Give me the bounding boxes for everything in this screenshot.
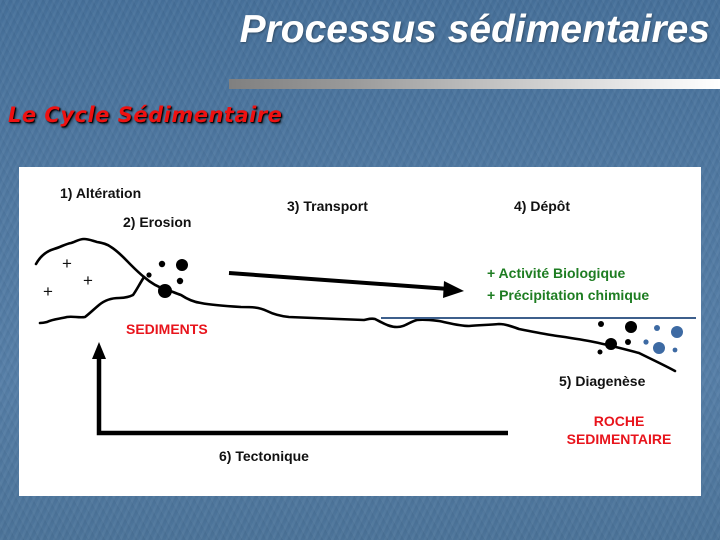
rock-cross-symbol: + (83, 271, 93, 290)
sedimentary-rock-label: ROCHE SEDIMENTAIRE (547, 412, 691, 448)
transport-arrow (228, 271, 464, 298)
step-diagenese-label: 5) Diagenèse (559, 373, 646, 389)
slide-subtitle: Le Cycle Sédimentaire (8, 103, 283, 127)
rock-cross-symbol: + (43, 282, 53, 301)
step-erosion-label: 2) Erosion (123, 214, 192, 230)
step-tectonique-label: 6) Tectonique (219, 448, 309, 464)
sediments-label: SEDIMENTS (126, 321, 208, 337)
diagram-drawing (34, 237, 696, 436)
sedimentary-cycle-diagram: + + + 1) Altération 2) Erosion 3) Transp… (19, 167, 701, 496)
step-transport-label: 3) Transport (287, 198, 368, 214)
biological-activity-label: + Activité Biologique (487, 265, 626, 281)
rock-cross-symbol: + (62, 254, 72, 273)
slide-title: Processus sédimentaires (239, 8, 710, 51)
step-alteration-label: 1) Altération (60, 185, 142, 201)
chemical-precipitation-label: + Précipitation chimique (487, 287, 650, 303)
source-rock-outline (34, 237, 146, 325)
deposited-blue-particles (643, 325, 683, 354)
eroded-particles (146, 259, 188, 298)
deposited-black-particles (597, 321, 637, 355)
sedimentary-rock-label-line2: SEDIMENTAIRE (566, 431, 672, 447)
title-divider-bar (229, 79, 720, 89)
ground-surface-line (142, 275, 677, 373)
step-depot-label: 4) Dépôt (514, 198, 570, 214)
sedimentary-rock-label-line1: ROCHE (593, 413, 645, 429)
tectonic-uplift-arrow (92, 342, 508, 436)
